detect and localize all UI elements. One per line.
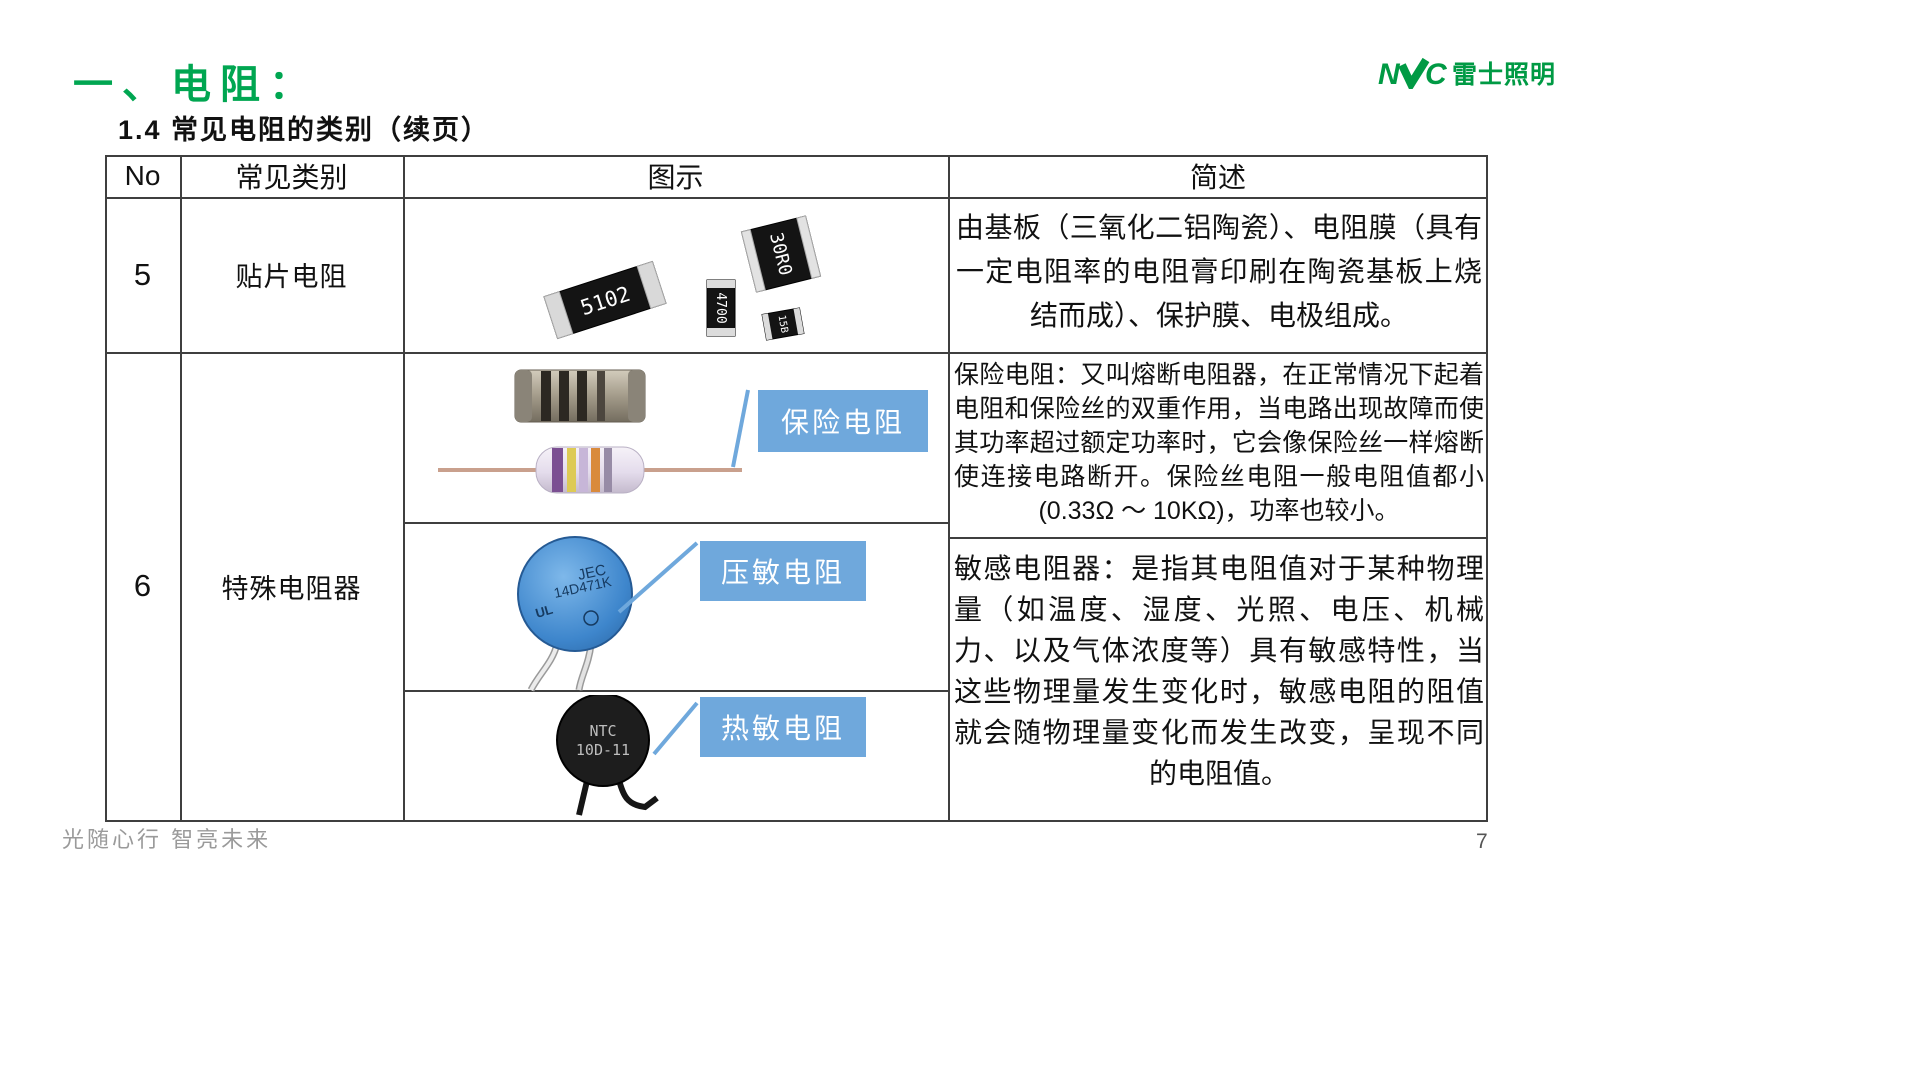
row6-summary-fuse: 保险电阻：又叫熔断电阻器，在正常情况下起着电阻和保险丝的双重作用，当电路出现故障… [954, 361, 1484, 525]
smd-chip-5102: 5102 [543, 260, 667, 340]
header-summary: 简述 [1189, 162, 1246, 193]
varistor-image: JEC 14D471K UL [517, 536, 633, 692]
nvc-logo: N C 雷士照明 [1378, 55, 1556, 91]
row5-summary: 由基板（三氧化二铝陶瓷）、电阻膜（具有一定电阻率的电阻膏印刷在陶瓷基板上烧结而成… [956, 212, 1482, 331]
table-border-bottom [105, 820, 1488, 822]
label-thermistor: 热敏电阻 [700, 697, 866, 757]
varistor-text-ul: UL [534, 602, 555, 621]
varistor-text-brand: JEC [576, 561, 607, 584]
page-number: 7 [1476, 830, 1488, 853]
table-border-left [105, 155, 107, 822]
varistor-disc [517, 536, 633, 652]
row5-no: 5 [133, 256, 152, 292]
table-line-col1 [180, 155, 182, 822]
table-line-sub2 [403, 690, 948, 692]
axial-fuse-resistor [438, 446, 742, 494]
row6-category: 特殊电阻器 [221, 573, 362, 604]
header-category: 常见类别 [235, 162, 348, 193]
logo-company-name: 雷士照明 [1452, 61, 1557, 89]
logo-letter-n: N [1378, 58, 1401, 89]
thermistor-disc [556, 695, 650, 787]
smd-text-4700: 4700 [713, 292, 728, 323]
row6-summary-sensitive: 敏感电阻器：是指其电阻值对于某种物理量（如温度、湿度、光照、电压、机械力、以及气… [954, 553, 1484, 789]
table-line-col3 [948, 155, 950, 822]
header-image: 图示 [647, 162, 704, 193]
smd-chip-4700: 4700 [706, 279, 736, 337]
fuse-callout-line [731, 389, 750, 468]
thermistor-image: NTC 10D-11 [556, 695, 659, 816]
smd-resistors-image: 5102 30R0 4700 15B [543, 215, 822, 341]
label-varistor: 压敏电阻 [700, 541, 866, 601]
table-line-sub1 [403, 522, 948, 524]
smd-chip-15B: 15B [761, 307, 805, 341]
table-line-row5-bottom [105, 352, 1488, 354]
label-fuse-resistor: 保险电阻 [758, 390, 928, 452]
page-title: 一、电阻： [73, 63, 318, 107]
thermistor-text-model: 10D-11 [576, 741, 630, 759]
table-border-right [1486, 155, 1488, 822]
smd-chip-30R0: 30R0 [740, 215, 822, 293]
varistor-callout-line [617, 541, 699, 614]
footer-slogan: 光随心行 智亮未来 [62, 827, 272, 852]
table-line-summary-split [948, 537, 1488, 539]
header-no: No [124, 160, 161, 191]
logo-letter-c: C [1425, 58, 1448, 89]
smd-text-15B: 15B [776, 314, 790, 334]
row5-category: 贴片电阻 [235, 262, 348, 292]
varistor-cert-mark-icon [583, 610, 599, 626]
thermistor-callout-line [652, 701, 699, 756]
table-line-col2 [403, 155, 405, 822]
table-border-top [105, 155, 1488, 157]
fuse-resistor-image [438, 369, 742, 494]
section-subtitle: 1.4 常见电阻的类别（续页） [118, 115, 491, 145]
logo-swoosh-icon [1398, 57, 1430, 89]
table-line-header-bottom [105, 197, 1488, 199]
thermistor-legs [576, 779, 659, 816]
melf-fuse-resistor [514, 369, 646, 423]
thermistor-text-type: NTC [589, 722, 616, 740]
nvc-logo-mark-icon: N C [1378, 57, 1448, 89]
row6-no: 6 [133, 568, 152, 603]
